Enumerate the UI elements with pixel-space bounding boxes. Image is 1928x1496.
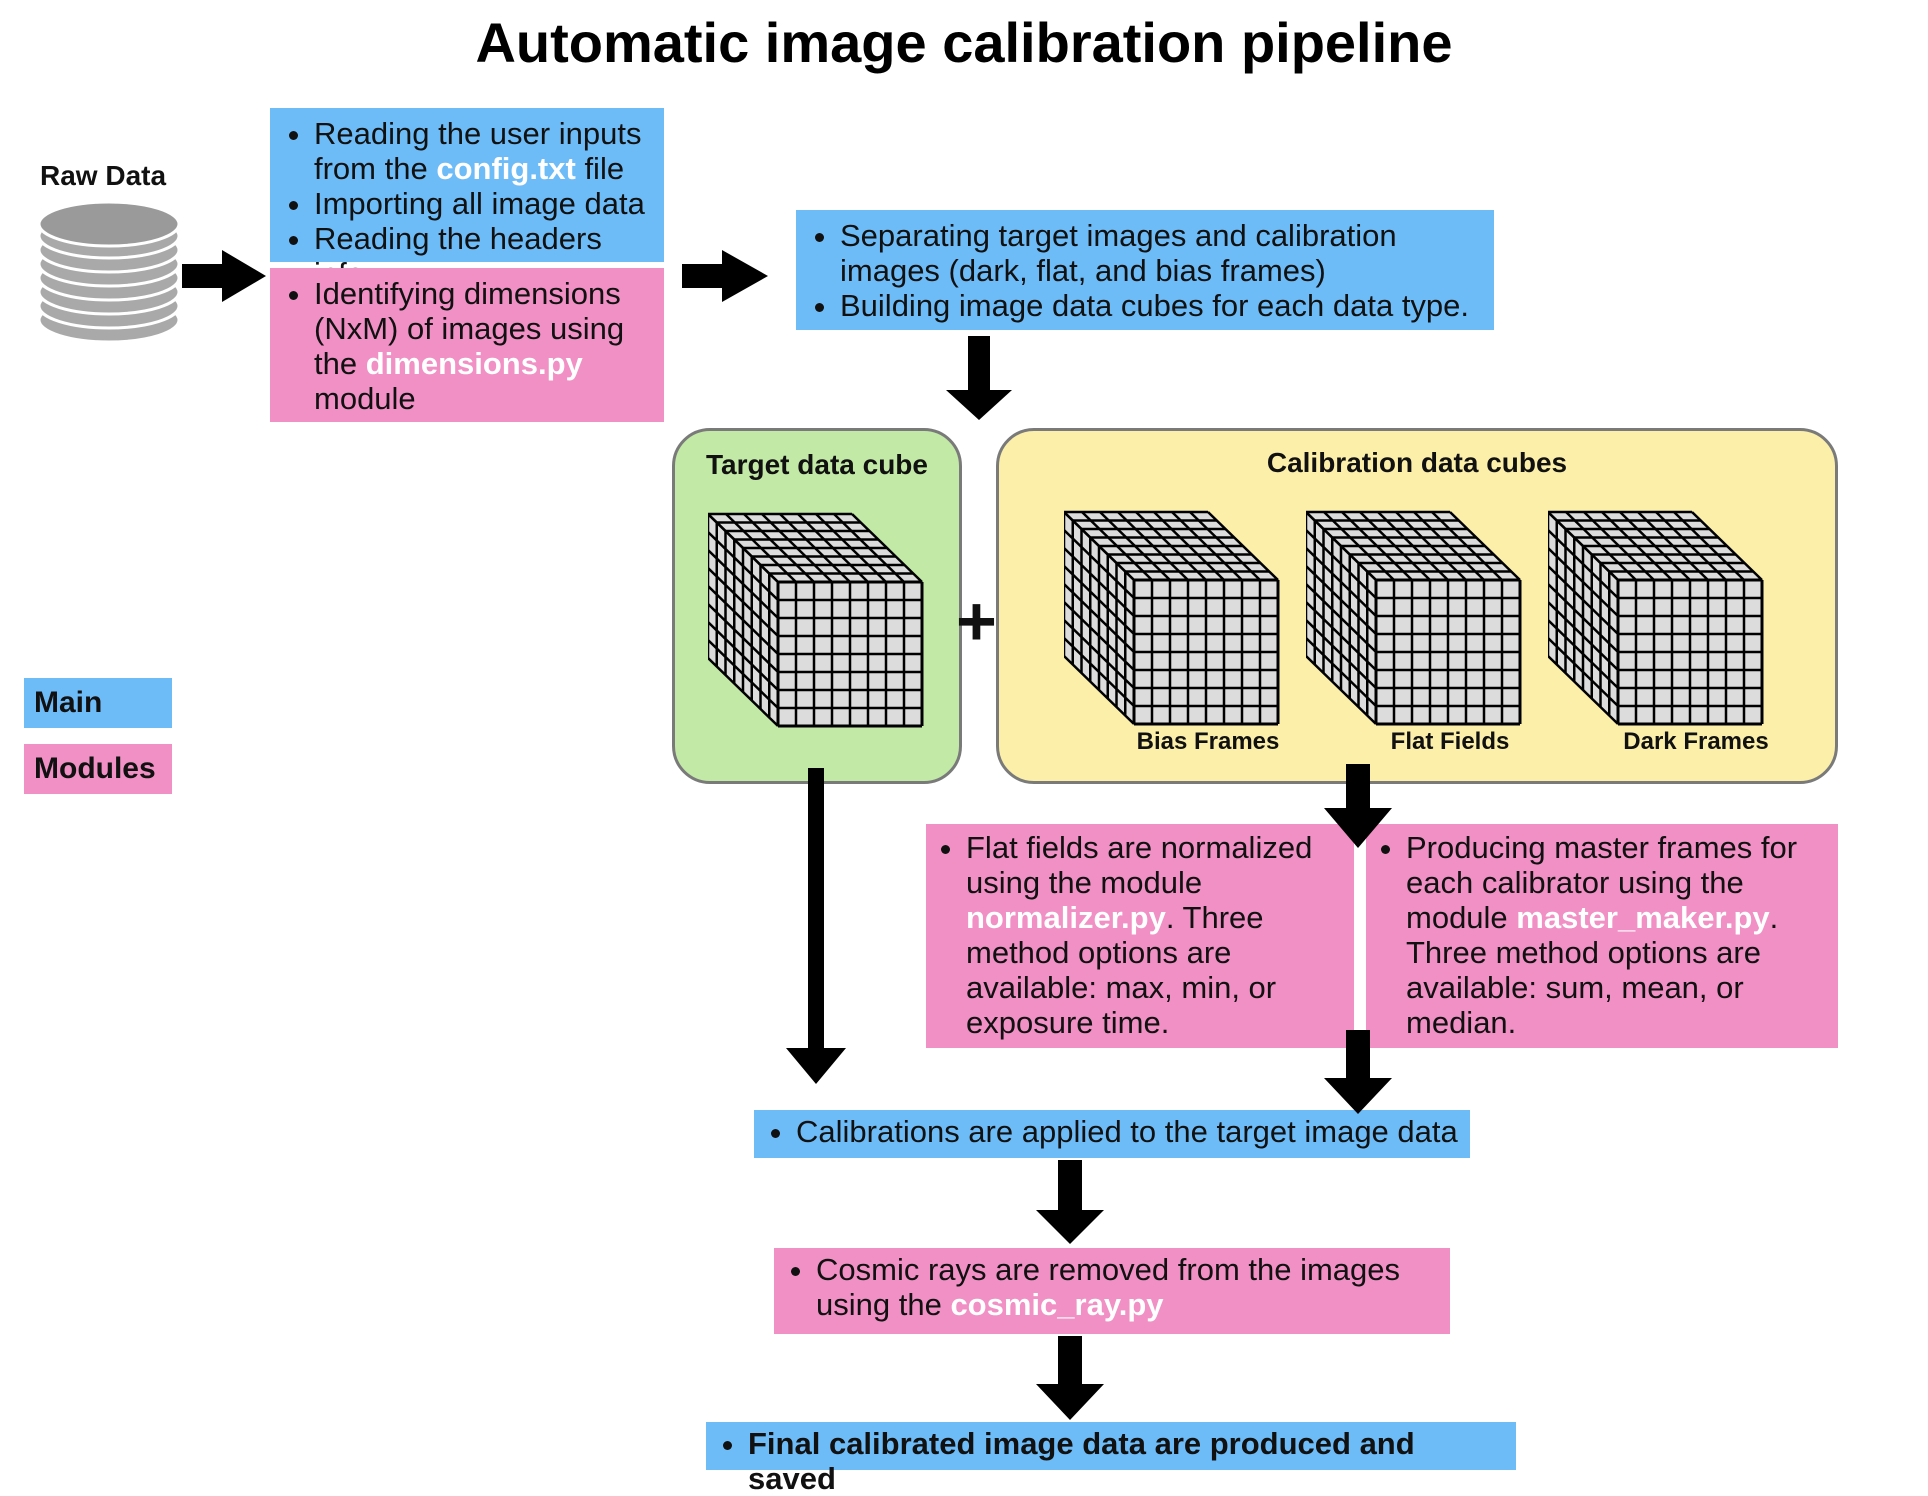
inputs-text: Reading the user inputs from the xyxy=(314,116,642,186)
arrow-apply-to-cosmic xyxy=(1036,1160,1104,1244)
arrow-raw-to-inputs xyxy=(182,250,266,302)
building-cubes-item: Building image data cubes for each data … xyxy=(840,288,1486,323)
flat-fields-label: Flat Fields xyxy=(1390,728,1510,755)
bias-frames-label: Bias Frames xyxy=(1136,728,1280,755)
target-data-cube xyxy=(708,512,924,728)
cosmic-ray-item: Cosmic rays are removed from the images … xyxy=(816,1252,1442,1322)
normalizer-item: Flat fields are normalized using the mod… xyxy=(966,830,1346,1040)
config-file-name: config.txt xyxy=(436,151,576,186)
arrow-target-to-apply xyxy=(786,768,846,1084)
normalizer-text-end: . Three method options are available: ma… xyxy=(966,900,1277,1040)
arrow-inputs-to-separating xyxy=(682,250,768,302)
arrow-master-to-apply xyxy=(1324,1030,1392,1114)
master-maker-item: Producing master frames for each calibra… xyxy=(1406,830,1830,1040)
normalizer-box: Flat fields are normalized using the mod… xyxy=(926,824,1354,1048)
dimensions-item: Identifying dimensions (NxM) of images u… xyxy=(314,276,656,416)
database-icon xyxy=(37,200,181,344)
target-cube-title: Target data cube xyxy=(706,449,928,480)
dimensions-text: Identifying dimensions (NxM) of images u… xyxy=(314,276,625,381)
inputs-box: Reading the user inputs from the config.… xyxy=(270,108,664,291)
master-maker-box: Producing master frames for each calibra… xyxy=(1366,824,1838,1048)
dark-frames-cube xyxy=(1548,510,1764,726)
arrow-separating-to-cubes xyxy=(946,336,1012,420)
dimensions-module-name: dimensions.py xyxy=(365,346,583,381)
master-maker-module-name: master_maker.py xyxy=(1516,900,1770,935)
plus-sign: + xyxy=(956,582,997,660)
inputs-item-import: Importing all image data xyxy=(314,186,656,221)
separating-box: Separating target images and calibration… xyxy=(796,210,1494,330)
apply-calibrations-box: Calibrations are applied to the target i… xyxy=(754,1110,1470,1158)
bias-frames-cube xyxy=(1064,510,1280,726)
separating-item: Separating target images and calibration… xyxy=(840,218,1486,288)
legend-main: Main xyxy=(24,678,172,728)
inputs-text-end: file xyxy=(575,151,625,186)
flat-fields-cube xyxy=(1306,510,1522,726)
normalizer-text: Flat fields are normalized using the mod… xyxy=(966,830,1313,900)
dimensions-box: Identifying dimensions (NxM) of images u… xyxy=(270,268,664,422)
legend-modules: Modules xyxy=(24,744,172,794)
normalizer-module-name: normalizer.py xyxy=(966,900,1166,935)
dimensions-text-end: module xyxy=(314,381,416,416)
master-maker-text: Producing master frames for each calibra… xyxy=(1406,830,1798,935)
inputs-item-config: Reading the user inputs from the config.… xyxy=(314,116,656,186)
arrow-calibration-to-modules xyxy=(1324,764,1392,848)
cosmic-ray-text: Cosmic rays are removed from the images … xyxy=(816,1252,1401,1322)
dark-frames-label: Dark Frames xyxy=(1623,728,1769,755)
cosmic-ray-box: Cosmic rays are removed from the images … xyxy=(774,1248,1450,1334)
cosmic-ray-module-name: cosmic_ray.py xyxy=(950,1287,1164,1322)
raw-data-label: Raw Data xyxy=(40,160,167,191)
arrow-cosmic-to-final xyxy=(1036,1336,1104,1420)
calibration-cubes-title: Calibration data cubes xyxy=(1266,447,1568,478)
page-title: Automatic image calibration pipeline xyxy=(475,11,1453,74)
apply-calibrations-item: Calibrations are applied to the target i… xyxy=(796,1114,1462,1149)
master-maker-text-end: . Three method options are available: su… xyxy=(1406,900,1779,1040)
